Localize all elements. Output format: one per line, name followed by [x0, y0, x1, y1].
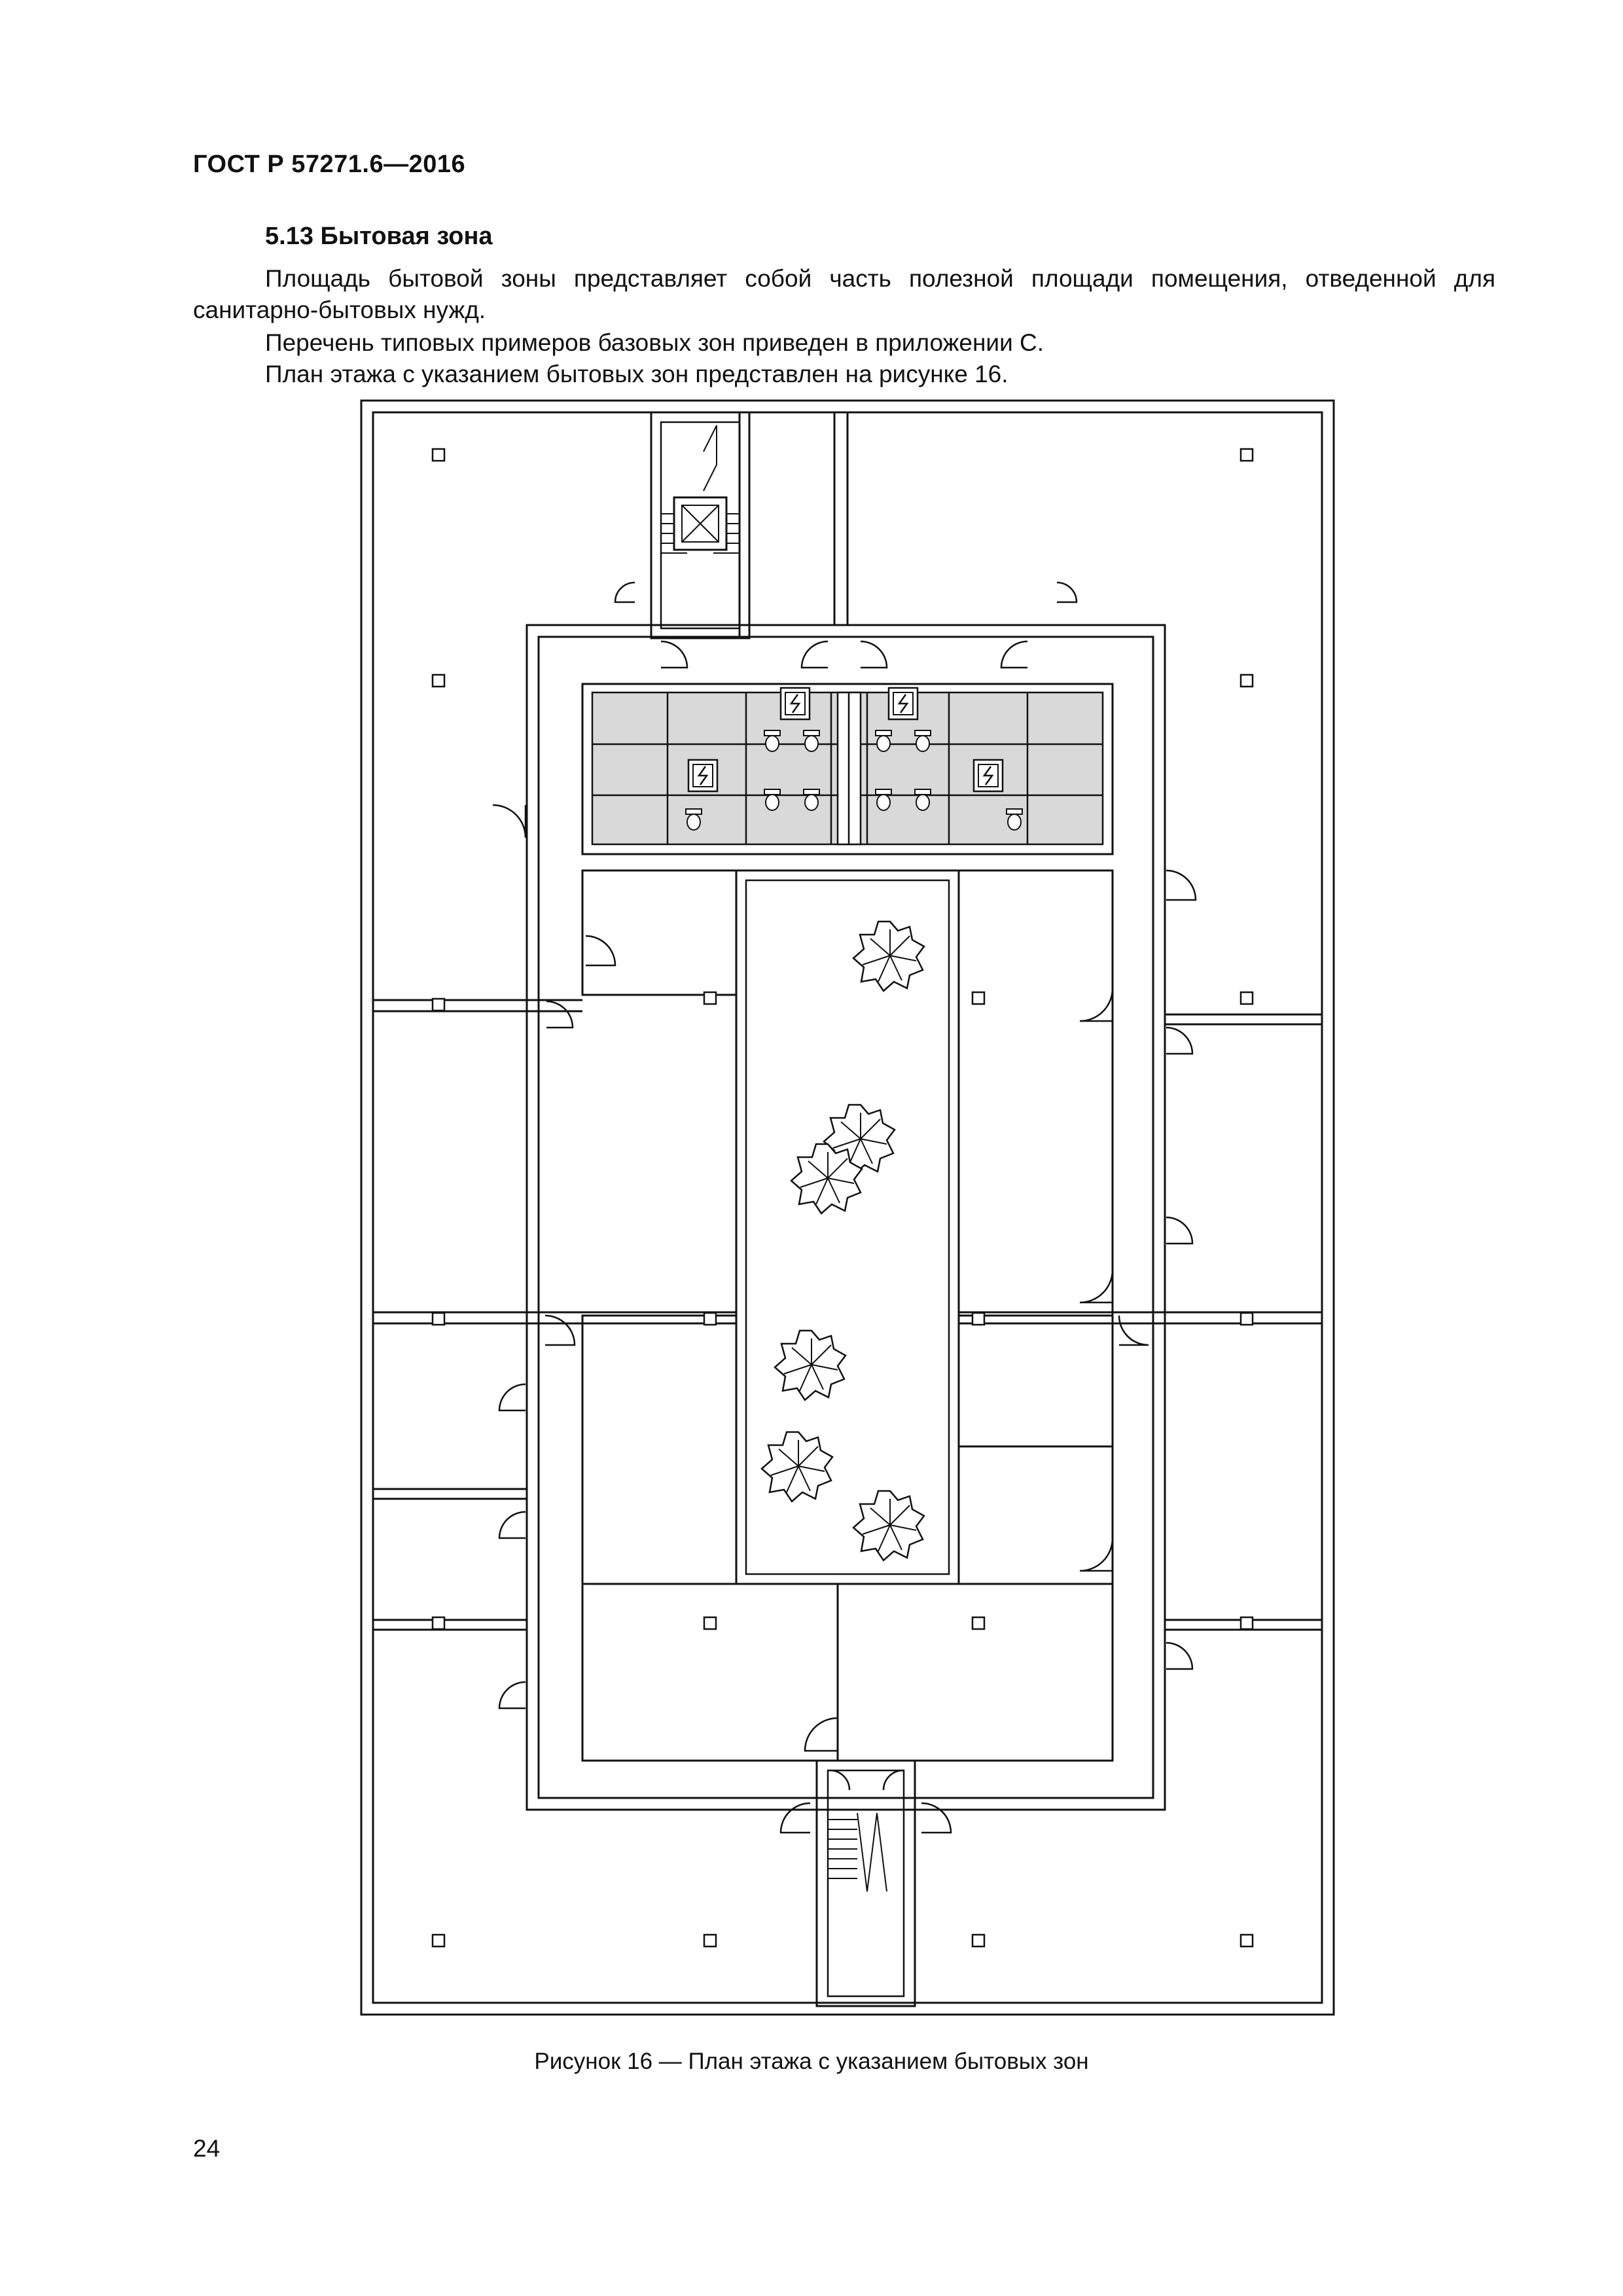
section-title: 5.13 Бытовая зона [265, 223, 493, 250]
floor-plan [360, 399, 1335, 2016]
elevator-icon [673, 496, 728, 551]
plant-icon [774, 1329, 847, 1401]
plant-icon [760, 1431, 834, 1503]
electrical-panel-icon [972, 759, 1004, 793]
paragraph-2: Перечень типовых примеров базовых зон пр… [265, 329, 1044, 356]
electrical-panel-icon [687, 759, 719, 793]
document-header: ГОСТ Р 57271.6—2016 [193, 151, 466, 178]
page-number: 24 [193, 2135, 221, 2162]
plant-icon [852, 920, 925, 992]
paragraph-1: Площадь бытовой зоны представляет собой … [193, 265, 1495, 323]
figure-caption: Рисунок 16 — План этажа с указанием быто… [534, 2049, 1089, 2074]
electrical-panel-icon [779, 687, 811, 721]
plant-icon [852, 1490, 925, 1562]
door-swing-icon [492, 581, 1197, 1834]
electrical-panel-icon [887, 687, 919, 721]
paragraph-3: План этажа с указанием бытовых зон предс… [265, 361, 1008, 387]
